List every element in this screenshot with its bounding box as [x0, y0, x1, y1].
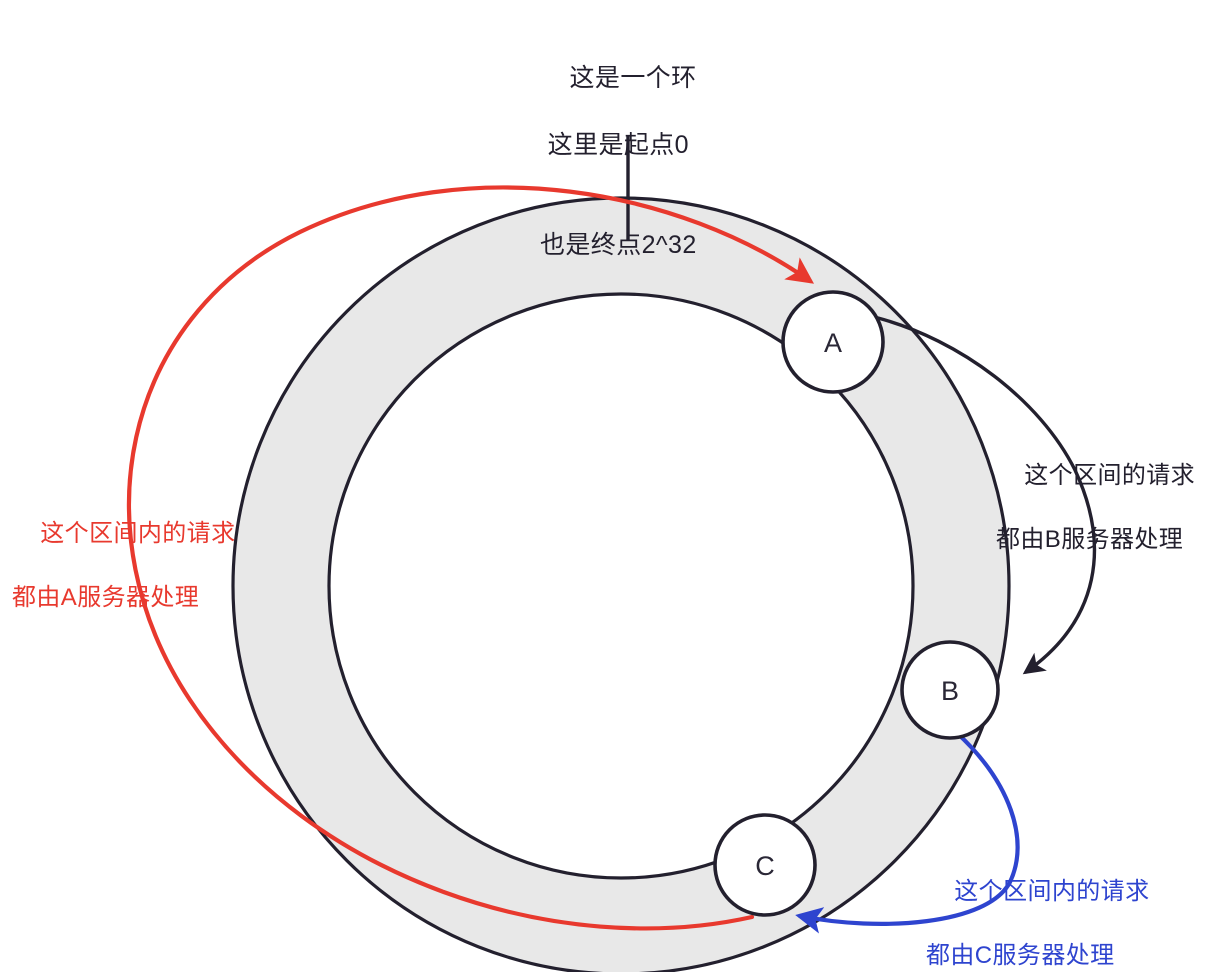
- ring-start-end-annotation: 这是一个环 这里是起点0 也是终点2^32: [540, 28, 697, 330]
- ring-note-line-1: 这是一个环: [569, 63, 697, 92]
- range-b-line-2: 都由B服务器处理: [996, 526, 1184, 554]
- range-a-line-1: 这个区间内的请求: [40, 520, 236, 548]
- ring-note-line-3: 也是终点2^32: [540, 231, 697, 259]
- hash-ring-inner-edge: [327, 292, 915, 880]
- range-c-arc: [795, 730, 1020, 934]
- range-b-annotation: 这个区间的请求 都由B服务器处理: [996, 428, 1195, 621]
- node-a[interactable]: A: [781, 290, 885, 394]
- ring-note-line-2: 这里是起点0: [547, 130, 689, 159]
- range-a-annotation: 这个区间内的请求 都由A服务器处理: [12, 486, 235, 679]
- node-b-label: B: [941, 676, 959, 706]
- node-c[interactable]: C: [713, 813, 817, 917]
- range-a-line-2: 都由A服务器处理: [12, 584, 200, 612]
- node-a-label: A: [824, 328, 842, 358]
- range-b-arc: [876, 316, 1097, 675]
- range-c-annotation: 这个区间内的请求 都由C服务器处理: [926, 844, 1149, 972]
- range-c-line-2: 都由C服务器处理: [926, 942, 1115, 970]
- node-b[interactable]: B: [900, 640, 1000, 740]
- range-b-line-1: 这个区间的请求: [1024, 462, 1196, 490]
- range-a-arc: [126, 185, 815, 931]
- node-c-label: C: [755, 851, 775, 881]
- hash-ring-outer-edge: [231, 196, 1011, 972]
- range-c-line-1: 这个区间内的请求: [954, 878, 1150, 906]
